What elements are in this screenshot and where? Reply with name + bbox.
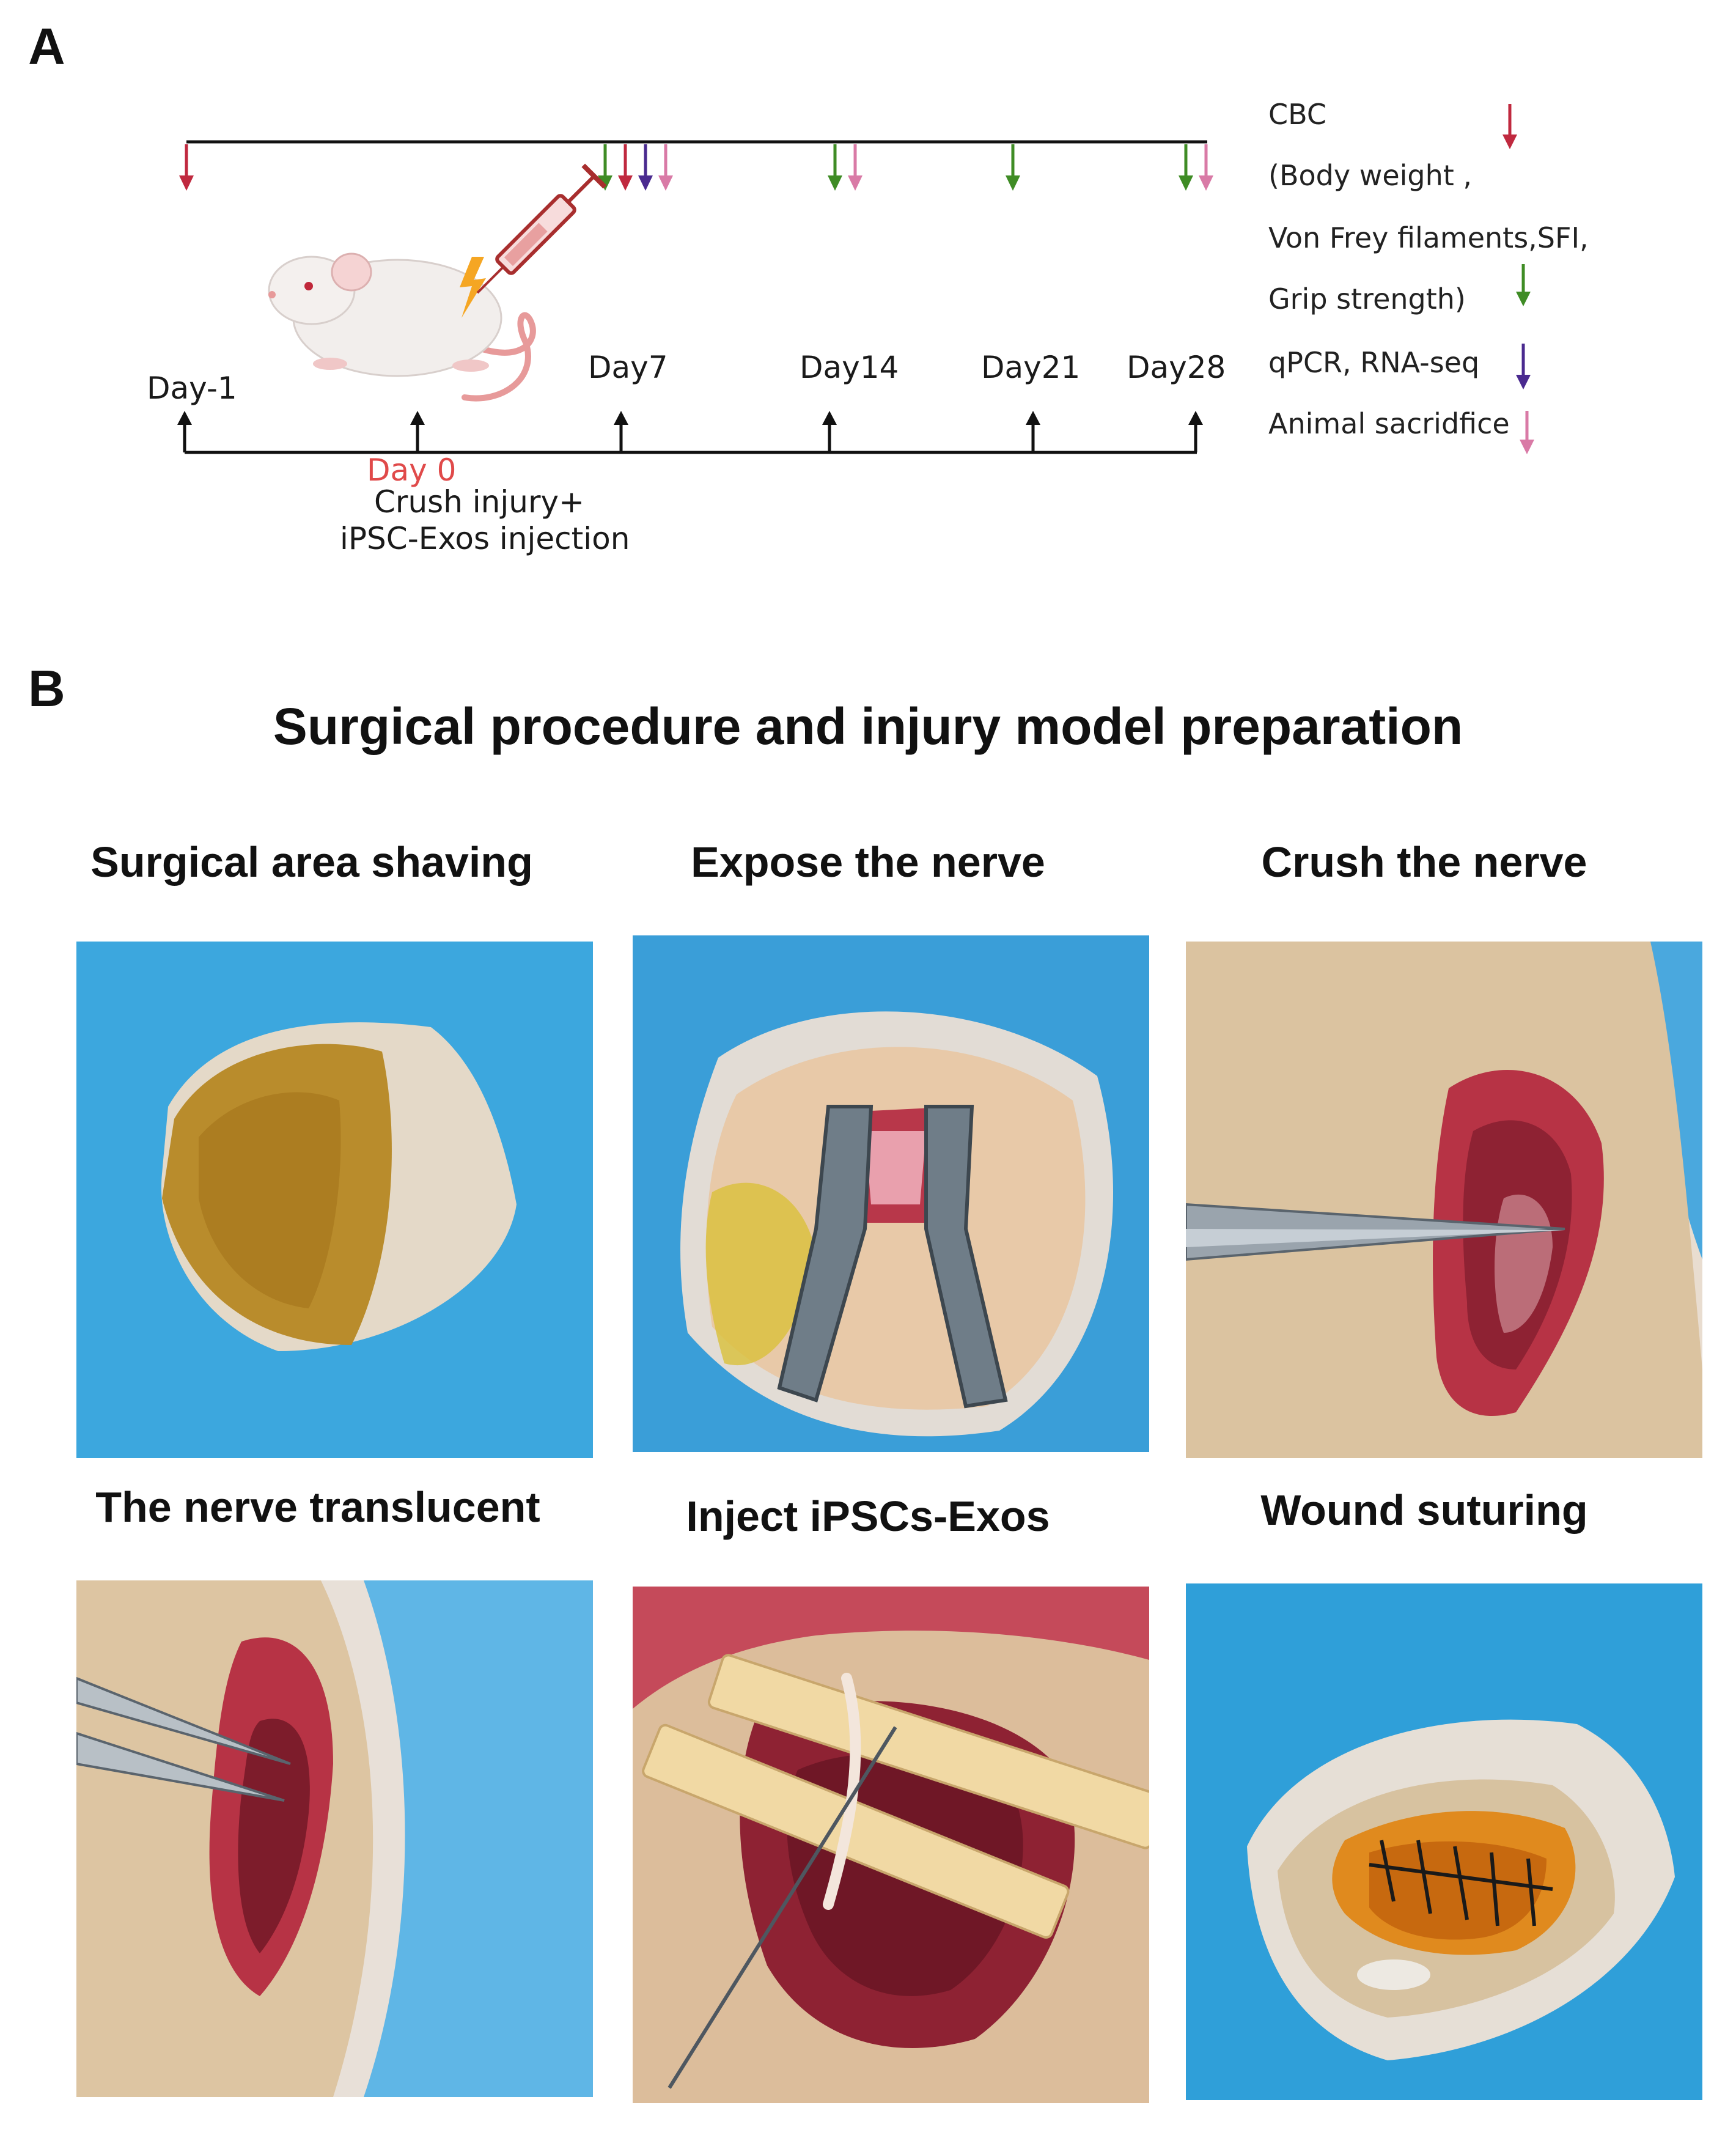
legend-arrow-qpcr bbox=[1516, 344, 1531, 389]
day-label-14: Day14 bbox=[800, 350, 899, 385]
up-arrow-day-21 bbox=[1026, 411, 1040, 452]
photo-title-6: Wound suturing bbox=[1260, 1486, 1588, 1534]
down-arrow-cbc-day-1 bbox=[179, 144, 194, 191]
mouse-with-syringe-illustration bbox=[268, 163, 607, 402]
panel-b-letter: B bbox=[28, 660, 65, 717]
legend-behavior-line2: Von Frey filaments,SFI, bbox=[1268, 221, 1589, 254]
day0-line1: Crush injury+ bbox=[374, 484, 584, 520]
photo-title-5: Inject iPSCs-Exos bbox=[686, 1492, 1050, 1540]
down-arrow-sacrifice-day28 bbox=[1199, 144, 1213, 191]
legend-arrow-behavior bbox=[1516, 264, 1531, 306]
timeline-diagram: Day-1 Day7 Day14 Day21 Day28 Day 0 Crush… bbox=[147, 104, 1534, 556]
legend-sacrifice: Animal sacridfice bbox=[1268, 407, 1510, 440]
photo-title-4: The nerve translucent bbox=[95, 1483, 540, 1531]
panel-a-letter: A bbox=[28, 18, 65, 75]
down-arrow-sacrifice-day14 bbox=[848, 144, 862, 191]
legend-qpcr: qPCR, RNA-seq bbox=[1268, 346, 1480, 379]
legend-cbc: CBC bbox=[1268, 98, 1326, 131]
top-event-arrows bbox=[179, 144, 1213, 191]
needle-injection-photo bbox=[633, 1587, 1149, 2103]
up-arrow-day-minus-1 bbox=[177, 411, 192, 452]
up-arrow-day-14 bbox=[822, 411, 837, 452]
down-arrow-cbc-day7 bbox=[618, 144, 633, 191]
up-arrow-day-7 bbox=[614, 411, 628, 452]
photo-title-2: Expose the nerve bbox=[691, 838, 1045, 886]
day0-label: Day 0 bbox=[367, 452, 456, 488]
down-arrow-behavior-day14 bbox=[828, 144, 842, 191]
down-arrow-qpcr-day7 bbox=[638, 144, 653, 191]
retractor-exposed-nerve-photo bbox=[633, 935, 1149, 1452]
legend-behavior-line3: Grip strength) bbox=[1268, 282, 1466, 315]
day0-line2: iPSC-Exos injection bbox=[340, 521, 630, 556]
legend-arrow-cbc bbox=[1502, 104, 1517, 149]
photo-title-1: Surgical area shaving bbox=[90, 838, 533, 886]
legend-arrows bbox=[1502, 104, 1534, 454]
down-arrow-behavior-day7 bbox=[598, 144, 612, 191]
legend-arrow-sacrifice bbox=[1520, 411, 1534, 454]
bottom-day-arrows bbox=[177, 411, 1203, 452]
shaved-skin-photo bbox=[76, 942, 593, 1458]
down-arrow-behavior-day28 bbox=[1179, 144, 1193, 191]
down-arrow-sacrifice-day7 bbox=[658, 144, 673, 191]
day-label-28: Day28 bbox=[1127, 350, 1226, 385]
photo-title-3: Crush the nerve bbox=[1261, 838, 1587, 886]
translucent-nerve-photo bbox=[76, 1580, 593, 2097]
day-label-minus-1: Day-1 bbox=[147, 370, 237, 406]
panel-b-title: Surgical procedure and injury model prep… bbox=[273, 698, 1463, 755]
day-label-7: Day7 bbox=[588, 350, 668, 385]
down-arrow-behavior-day21 bbox=[1006, 144, 1020, 191]
legend-behavior-line1: (Body weight , bbox=[1268, 159, 1473, 192]
up-arrow-day-0 bbox=[410, 411, 425, 452]
day-label-21: Day21 bbox=[981, 350, 1080, 385]
up-arrow-day-28 bbox=[1188, 411, 1203, 452]
sutured-wound-photo bbox=[1186, 1583, 1702, 2100]
forceps-crushing-nerve-photo bbox=[1186, 942, 1702, 1458]
